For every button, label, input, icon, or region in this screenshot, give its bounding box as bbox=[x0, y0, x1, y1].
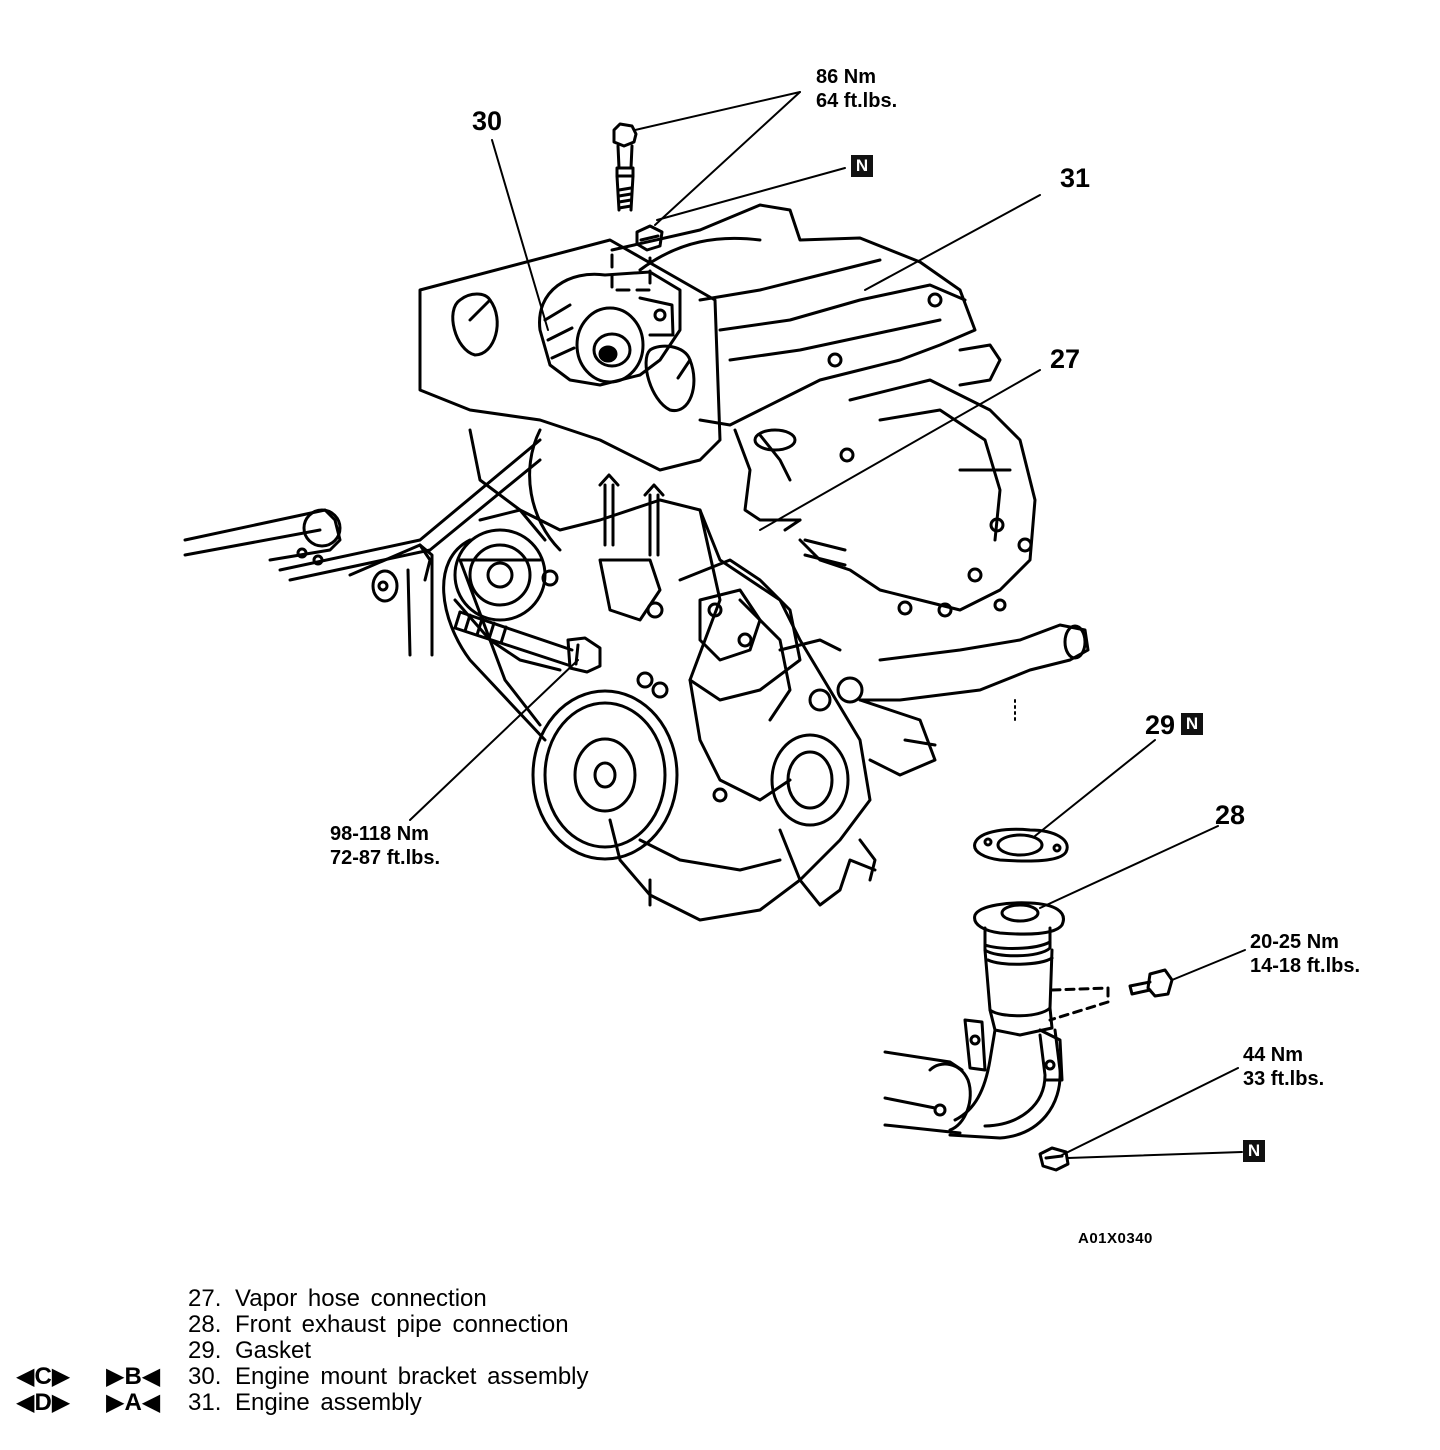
torque-ftlbs: 72-87 ft.lbs. bbox=[330, 847, 441, 869]
new-part-box: N bbox=[1243, 1140, 1265, 1162]
engine-assembly bbox=[418, 203, 1090, 922]
install-mark: ▶A◀ bbox=[106, 1389, 161, 1416]
engine-mount-bracket bbox=[538, 253, 682, 387]
legend-number: 28. bbox=[188, 1311, 222, 1338]
mount-nut-icon bbox=[635, 224, 664, 252]
removal-mark: ◀C▶ bbox=[16, 1363, 71, 1390]
legend-number: 31. bbox=[188, 1389, 222, 1416]
torque-spec-mount-bolt: 86 Nm 64 ft.lbs. bbox=[816, 65, 897, 113]
callout-28: 28 bbox=[1215, 800, 1246, 830]
torque-nm: 44 Nm bbox=[1243, 1044, 1304, 1066]
leader-lines bbox=[409, 91, 1246, 1159]
torque-ftlbs: 14-18 ft.lbs. bbox=[1250, 955, 1361, 977]
pipe-nut-icon bbox=[1038, 1146, 1070, 1172]
callout-29: 29 bbox=[1145, 710, 1176, 740]
exhaust-pipe-illustration bbox=[883, 901, 1110, 1140]
legend-number: 29. bbox=[188, 1337, 222, 1364]
removal-mark: ◀D▶ bbox=[16, 1389, 71, 1416]
torque-nm: 98-118 Nm bbox=[330, 823, 429, 845]
legend-number: 30. bbox=[188, 1363, 222, 1390]
legend-item: 27. Vapor hose connection bbox=[16, 1286, 716, 1312]
legend-text: Engine mount bracket assembly bbox=[235, 1363, 589, 1390]
callout-31: 31 bbox=[1060, 163, 1091, 193]
torque-nm: 20-25 Nm bbox=[1250, 931, 1339, 953]
legend-number: 27. bbox=[188, 1285, 222, 1312]
torque-spec-through-bolt: 98-118 Nm 72-87 ft.lbs. bbox=[330, 822, 440, 870]
callout-27: 27 bbox=[1050, 344, 1081, 374]
figure-code: A01X0340 bbox=[1078, 1230, 1153, 1247]
legend-text: Engine assembly bbox=[235, 1389, 422, 1416]
legend-text: Vapor hose connection bbox=[235, 1285, 487, 1312]
legend-item: ◀C▶ ▶B◀ 30. Engine mount bracket assembl… bbox=[16, 1364, 716, 1390]
torque-spec-pipe-nut: 44 Nm 33 ft.lbs. bbox=[1243, 1043, 1324, 1091]
torque-ftlbs: 64 ft.lbs. bbox=[816, 90, 898, 112]
callout-30: 30 bbox=[472, 106, 503, 136]
legend-item: 29. Gasket bbox=[16, 1338, 716, 1364]
parts-legend: 27. Vapor hose connection 28. Front exha… bbox=[16, 1286, 716, 1416]
new-part-box: N bbox=[851, 155, 873, 177]
torque-ftlbs: 33 ft.lbs. bbox=[1243, 1068, 1325, 1090]
torque-spec-pipe-bolt: 20-25 Nm 14-18 ft.lbs. bbox=[1250, 930, 1360, 978]
torque-nm: 86 Nm bbox=[816, 66, 877, 88]
gasket-illustration bbox=[973, 827, 1069, 863]
install-mark: ▶B◀ bbox=[106, 1363, 161, 1390]
new-part-box: N bbox=[1181, 713, 1203, 735]
legend-item: 28. Front exhaust pipe connection bbox=[16, 1312, 716, 1338]
legend-text: Gasket bbox=[235, 1337, 312, 1364]
legend-text: Front exhaust pipe connection bbox=[235, 1311, 569, 1338]
pipe-bolt-icon bbox=[1128, 968, 1174, 998]
legend-item: ◀D▶ ▶A◀ 31. Engine assembly bbox=[16, 1390, 716, 1416]
mount-bolt-icon bbox=[612, 122, 638, 212]
frame-rail bbox=[183, 438, 542, 657]
